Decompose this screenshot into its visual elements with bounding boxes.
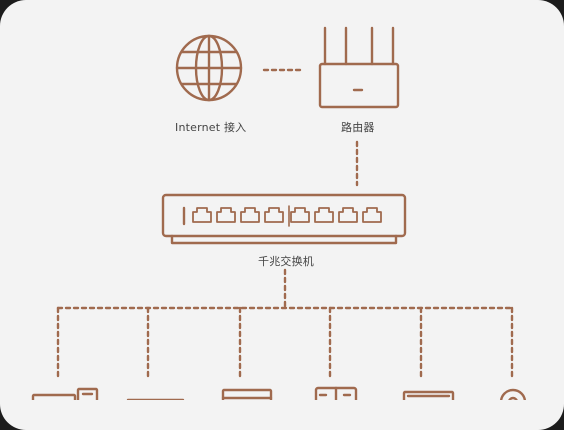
switch-icon xyxy=(161,193,407,245)
switch-label: 千兆交换机 xyxy=(258,255,314,268)
router-icon xyxy=(318,26,400,109)
switch-port xyxy=(314,207,334,223)
switch-port xyxy=(290,207,310,223)
router-label: 路由器 xyxy=(341,121,375,134)
switch-port xyxy=(240,207,260,223)
nas-icon xyxy=(221,388,273,400)
switch-port xyxy=(338,207,358,223)
globe-icon xyxy=(175,34,243,102)
game-console-icon xyxy=(314,386,358,400)
switch-ports xyxy=(192,205,382,227)
switch-port xyxy=(362,207,382,223)
desktop-pc-icon xyxy=(31,387,99,400)
network-diagram xyxy=(31,26,527,400)
tv-icon xyxy=(402,390,455,400)
internet-label: Internet 接入 xyxy=(175,121,247,134)
switch-port xyxy=(264,207,284,223)
switch-port xyxy=(216,207,236,223)
switch-port xyxy=(192,207,212,223)
camera-icon xyxy=(499,388,527,400)
